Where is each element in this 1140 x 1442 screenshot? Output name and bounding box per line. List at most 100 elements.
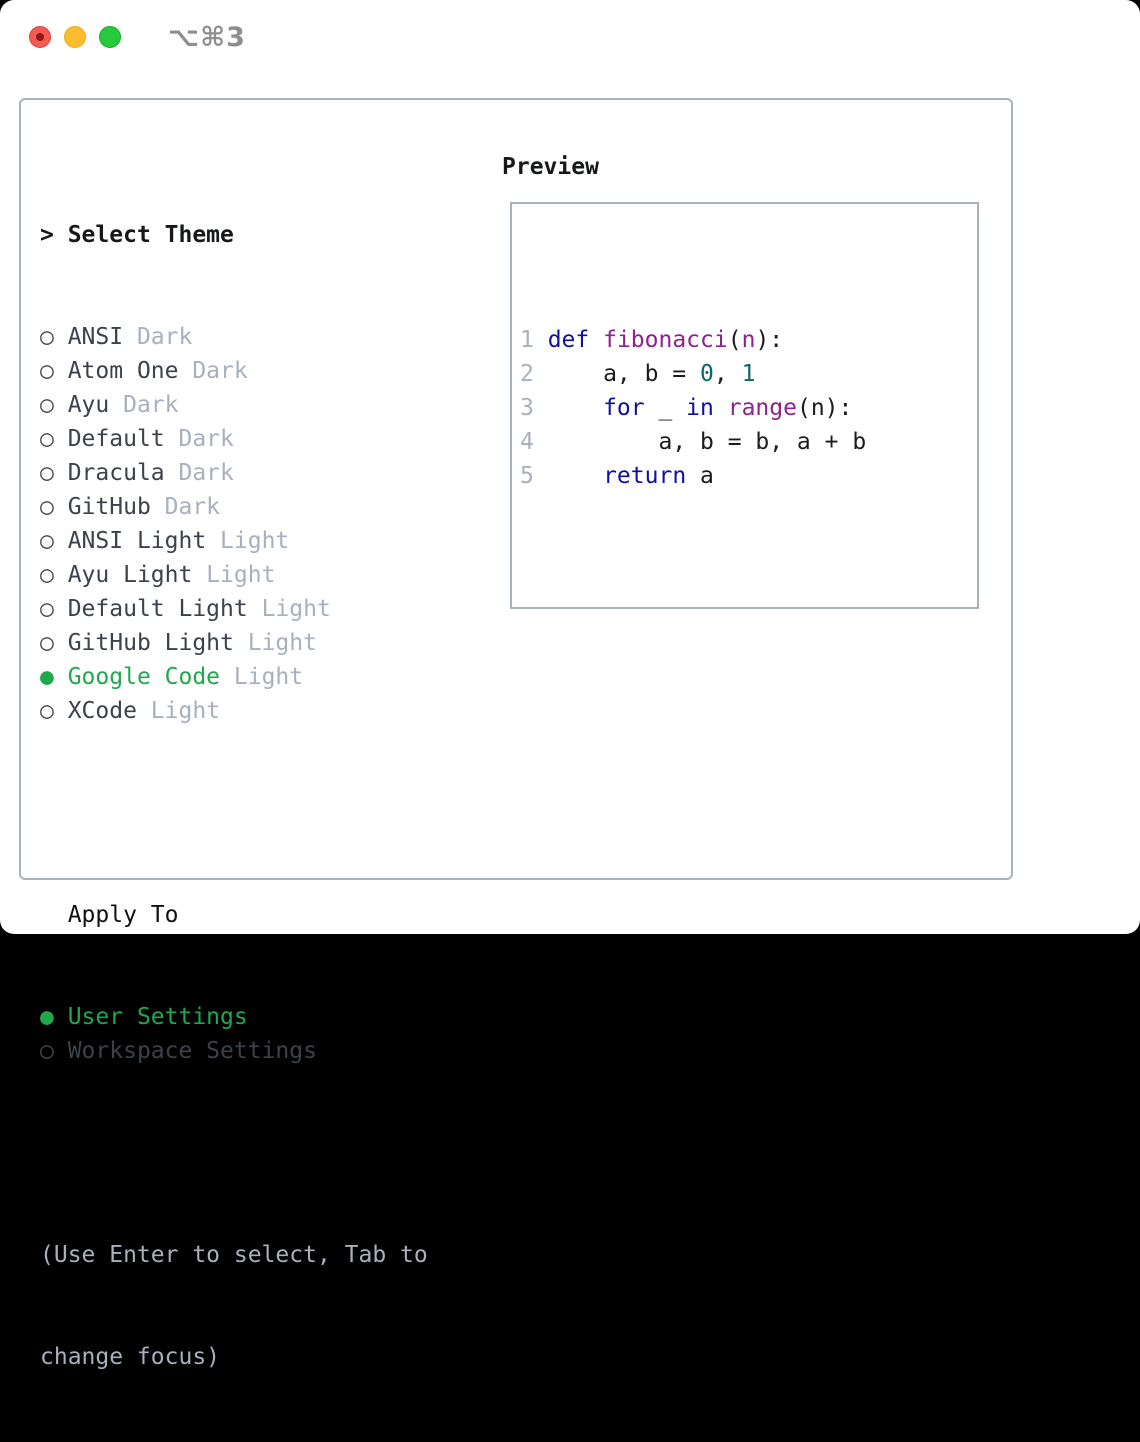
code-line: 4 a, b = b, a + b xyxy=(520,425,977,459)
theme-picker-panel: > Select Theme ○ ANSI Dark○ Atom One Dar… xyxy=(19,98,1013,1370)
prompt-caret-icon: > xyxy=(40,222,54,248)
code-token: ( xyxy=(727,327,742,353)
theme-variant-label: Light xyxy=(136,698,221,724)
radio-unselected-icon: ○ xyxy=(40,596,54,622)
code-line: 5 return a xyxy=(520,459,977,493)
theme-menu-header: > Select Theme xyxy=(40,218,428,252)
theme-option[interactable]: ○ GitHub Light Light xyxy=(40,626,428,660)
spacer xyxy=(520,561,977,595)
code-token: a, b = b, a + b xyxy=(547,429,867,455)
line-number: 5 xyxy=(520,463,534,489)
option-label: XCode xyxy=(53,698,137,724)
theme-option[interactable]: ○ ANSI Light Light xyxy=(40,524,428,558)
theme-variant-label: Light xyxy=(206,528,290,554)
radio-unselected-icon: ○ xyxy=(40,494,54,520)
option-label: Google Code xyxy=(53,664,221,690)
apply-to-title: Apply To xyxy=(40,902,179,928)
theme-variant-label: Dark xyxy=(123,324,193,350)
option-label: Default Light xyxy=(53,596,248,622)
option-label: Default xyxy=(53,426,165,452)
radio-unselected-icon: ○ xyxy=(40,698,54,724)
spacer xyxy=(40,796,428,830)
code-token: 0 xyxy=(700,361,714,387)
radio-selected-icon: ● xyxy=(40,664,54,690)
theme-option[interactable]: ○ Ayu Light Light xyxy=(40,558,428,592)
code-token: fibonacci xyxy=(603,327,728,353)
code-line: 2 a, b = 0, 1 xyxy=(520,357,977,391)
theme-variant-label: Light xyxy=(233,630,317,656)
code-token xyxy=(714,395,728,421)
option-label: User Settings xyxy=(53,1004,248,1030)
option-label: GitHub xyxy=(53,494,151,520)
help-text-line-2: change focus) xyxy=(40,1344,221,1370)
code-token: ): xyxy=(755,327,784,353)
window-title: ⌥⌘3 xyxy=(168,22,246,53)
code-token: return xyxy=(603,463,687,489)
option-label: Dracula xyxy=(53,460,165,486)
theme-option[interactable]: ○ ANSI Dark xyxy=(40,320,428,354)
option-label: Atom One xyxy=(53,358,179,384)
apply-to-list: ● User Settings○ Workspace Settings xyxy=(40,1000,428,1068)
radio-unselected-icon: ○ xyxy=(40,528,54,554)
theme-variant-label: Dark xyxy=(150,494,221,520)
theme-variant-label: Dark xyxy=(164,460,234,486)
close-traffic-light-icon[interactable] xyxy=(29,26,51,48)
line-number: 4 xyxy=(520,429,534,455)
radio-unselected-icon: ○ xyxy=(40,426,54,452)
line-number: 3 xyxy=(520,395,534,421)
option-label: GitHub Light xyxy=(53,630,234,656)
theme-menu: > Select Theme ○ ANSI Dark○ Atom One Dar… xyxy=(40,150,428,1442)
help-text-line-1: (Use Enter to select, Tab to xyxy=(40,1242,428,1268)
radio-unselected-icon: ○ xyxy=(40,392,54,418)
theme-option[interactable]: ○ Dracula Dark xyxy=(40,456,428,490)
theme-variant-label: Dark xyxy=(164,426,234,452)
code-token: def xyxy=(547,327,590,353)
code-token: n xyxy=(741,327,756,353)
theme-list: ○ ANSI Dark○ Atom One Dark○ Ayu Dark○ De… xyxy=(40,320,428,728)
radio-unselected-icon: ○ xyxy=(40,324,54,350)
option-label: Ayu xyxy=(53,392,110,418)
theme-variant-label: Light xyxy=(192,562,276,588)
code-token: , xyxy=(713,361,742,387)
radio-unselected-icon: ○ xyxy=(40,1038,54,1064)
preview-title: Preview xyxy=(502,154,599,180)
code-token: range xyxy=(727,395,797,421)
minimize-traffic-light-icon[interactable] xyxy=(64,26,86,48)
code-token: (n): xyxy=(796,395,853,421)
zoom-traffic-light-icon[interactable] xyxy=(99,26,121,48)
apply-to-option[interactable]: ○ Workspace Settings xyxy=(40,1034,428,1068)
theme-variant-label: Dark xyxy=(178,358,248,384)
code-token: a xyxy=(686,463,714,489)
line-number: 1 xyxy=(520,327,534,353)
titlebar: ⌥⌘3 xyxy=(0,0,1140,74)
theme-option[interactable]: ○ Default Light Light xyxy=(40,592,428,626)
radio-selected-icon: ● xyxy=(40,1004,54,1030)
code-token xyxy=(589,327,603,353)
line-number: 2 xyxy=(520,361,534,387)
theme-option[interactable]: ● Google Code Light xyxy=(40,660,428,694)
option-label: Workspace Settings xyxy=(53,1038,317,1064)
theme-option[interactable]: ○ Ayu Dark xyxy=(40,388,428,422)
app-window: ⌥⌘3 > Select Theme ○ ANSI Dark○ Atom One… xyxy=(0,0,1140,1370)
code-token: for xyxy=(603,395,645,421)
option-label: Ayu Light xyxy=(53,562,193,588)
theme-variant-label: Dark xyxy=(109,392,179,418)
theme-option[interactable]: ○ Atom One Dark xyxy=(40,354,428,388)
option-label: ANSI xyxy=(53,324,124,350)
apply-to-option[interactable]: ● User Settings xyxy=(40,1000,428,1034)
theme-variant-label: Light xyxy=(220,664,304,690)
theme-option[interactable]: ○ GitHub Dark xyxy=(40,490,428,524)
code-token: _ xyxy=(644,395,687,421)
theme-option[interactable]: ○ XCode Light xyxy=(40,694,428,728)
code-token: a, b = xyxy=(547,361,701,387)
code-token: 1 xyxy=(741,361,756,387)
spacer xyxy=(40,1136,428,1170)
radio-unselected-icon: ○ xyxy=(40,358,54,384)
theme-menu-title: Select Theme xyxy=(53,222,234,248)
option-label: ANSI Light xyxy=(53,528,207,554)
theme-option[interactable]: ○ Default Dark xyxy=(40,422,428,456)
theme-variant-label: Light xyxy=(247,596,331,622)
radio-unselected-icon: ○ xyxy=(40,562,54,588)
